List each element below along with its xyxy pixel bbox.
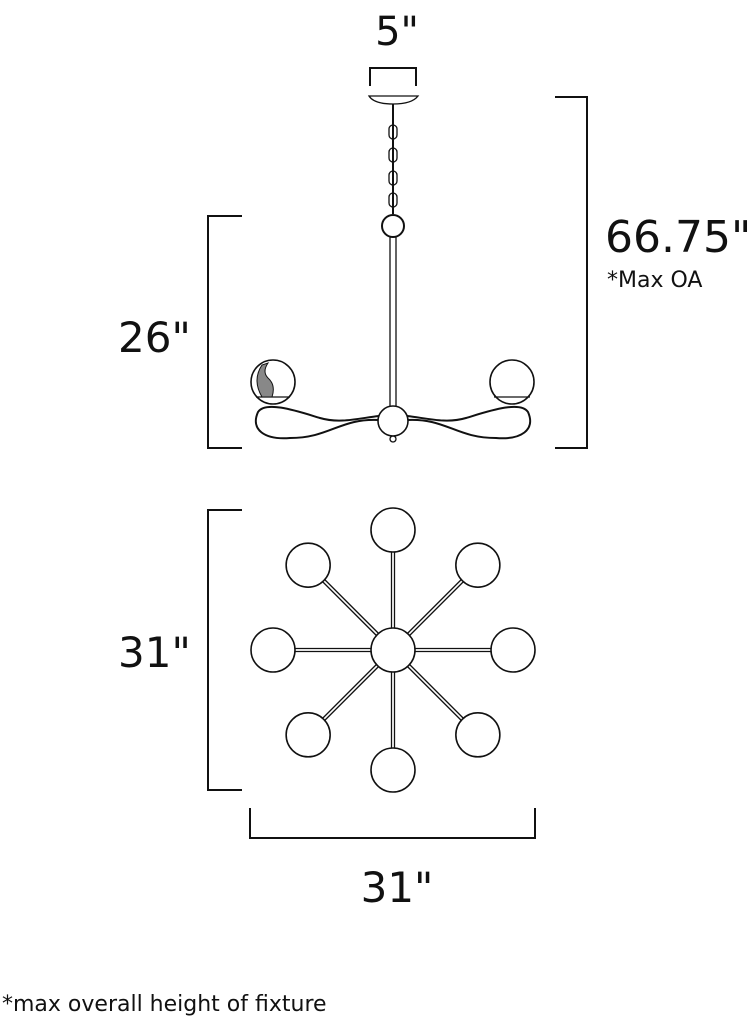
arm — [409, 664, 464, 719]
arm — [324, 666, 379, 721]
width-bracket — [249, 808, 536, 839]
fixture-height-bracket — [207, 215, 242, 449]
globe — [455, 542, 501, 588]
canopy-width-bracket — [369, 67, 417, 86]
globe — [455, 712, 501, 758]
globe — [250, 627, 296, 673]
globe — [370, 507, 416, 553]
canopy-width-label: 5" — [375, 9, 419, 55]
globe-right — [489, 359, 535, 405]
canopy — [367, 95, 420, 105]
arm — [409, 581, 464, 636]
globe-texture — [256, 362, 274, 398]
center-sphere — [377, 405, 409, 437]
arm — [322, 581, 377, 636]
globe — [285, 542, 331, 588]
arms — [255, 405, 531, 440]
fixture-height-label: 26" — [118, 313, 191, 362]
arm — [324, 579, 379, 634]
chain — [388, 104, 398, 214]
ring — [381, 214, 405, 238]
depth-bracket — [207, 509, 242, 791]
arm — [322, 664, 377, 719]
downrod — [389, 236, 397, 408]
width-label: 31" — [361, 863, 434, 912]
depth-label: 31" — [118, 628, 191, 677]
top-view — [250, 507, 536, 793]
globe — [490, 627, 536, 673]
finial — [389, 435, 397, 443]
globe — [370, 747, 416, 793]
overall-height-label: 66.75" — [605, 212, 748, 263]
side-view — [207, 67, 588, 449]
center-hub — [370, 627, 416, 673]
overall-height-bracket — [555, 96, 588, 449]
arm — [407, 666, 462, 721]
overall-height-note: *Max OA — [607, 268, 702, 293]
footnote: *max overall height of fixture — [2, 992, 327, 1017]
globe — [285, 712, 331, 758]
arm — [407, 579, 462, 634]
